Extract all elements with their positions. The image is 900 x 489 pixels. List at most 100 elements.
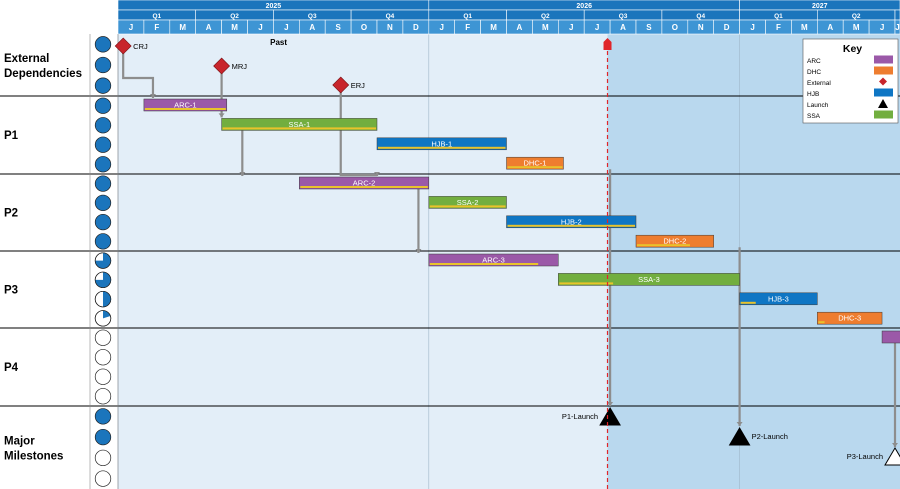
month-label: M (853, 23, 860, 32)
year-label: 2027 (812, 3, 828, 10)
quarter-label: Q2 (541, 13, 550, 20)
row-label: P4 (4, 362, 19, 374)
quarter-label: Q1 (463, 13, 472, 20)
status-circle (94, 136, 112, 153)
status-circle (94, 470, 112, 487)
status-circle (94, 36, 112, 53)
external-diamond (332, 76, 350, 94)
status-circle-full (94, 77, 112, 94)
status-circle-full (94, 36, 112, 53)
month-label: F (776, 23, 781, 32)
row-label: Major (4, 436, 35, 448)
task-bar-progress (818, 321, 825, 324)
status-circle-empty (94, 449, 112, 467)
status-circle (94, 233, 112, 250)
status-circle-full (94, 175, 112, 192)
task-bar-fill (739, 292, 818, 306)
task-bar-label: SSA-2 (457, 198, 479, 207)
status-circle-full (94, 408, 112, 425)
status-circle-full (94, 233, 112, 250)
month-label: A (309, 23, 315, 32)
row-label: Milestones (4, 451, 63, 463)
status-circle-empty (94, 368, 112, 385)
status-circle-full (94, 194, 112, 212)
status-circle-empty (94, 329, 112, 346)
month-label: N (387, 23, 393, 32)
status-circle (94, 368, 112, 385)
month-label: A (206, 23, 212, 32)
legend-item-label: HJB (807, 91, 819, 98)
status-circle-full (94, 156, 112, 173)
external-label: ERJ (351, 81, 365, 90)
status-circle-full (94, 428, 112, 446)
connector-arrowhead (374, 172, 380, 176)
year-label: 2026 (576, 3, 592, 10)
month-label: J (440, 23, 444, 32)
month-cell (894, 19, 900, 35)
month-label: M (801, 23, 808, 32)
launch-triangle (728, 427, 751, 446)
status-circle (94, 388, 112, 405)
dependency-connector (122, 48, 155, 98)
task-bar-progress (429, 263, 539, 265)
legend-item-label: ARC (807, 58, 821, 65)
status-circle-empty (94, 388, 112, 405)
status-circle (94, 156, 112, 173)
today-marker (603, 38, 612, 50)
status-circle-outline (94, 252, 112, 269)
status-circle (94, 117, 112, 134)
month-label: J (569, 23, 573, 32)
month-label: A (620, 23, 626, 32)
row-label: P2 (4, 208, 18, 220)
status-circle (94, 428, 112, 446)
quarter-cell (894, 9, 900, 21)
row-label: P1 (4, 130, 19, 142)
task-bar-label: ARC-1 (174, 101, 197, 110)
connector-arrowhead (149, 94, 156, 98)
month-label: J (880, 23, 884, 32)
connector-arrowhead (736, 422, 743, 426)
month-label: J (595, 23, 599, 32)
external-diamond (213, 57, 231, 75)
task-bar-label: DHC-2 (663, 237, 686, 246)
month-label: S (335, 23, 341, 32)
month-label: M (231, 23, 238, 32)
status-circle (94, 77, 112, 94)
task-bar-fill (881, 330, 900, 344)
external-label: CRJ (133, 42, 148, 51)
status-circle (94, 290, 112, 308)
task-bar: HJB-2 (506, 215, 637, 229)
quarter-label: Q3 (619, 13, 628, 20)
quarter-label: Q1 (153, 13, 162, 20)
legend-swatch (874, 66, 893, 75)
launch-label: P1-Launch (562, 412, 598, 421)
task-bar-progress (429, 205, 506, 208)
month-label: M (490, 23, 497, 32)
month-label: S (646, 23, 652, 32)
status-circle (94, 349, 112, 366)
month-label: F (154, 23, 159, 32)
status-circle (94, 194, 112, 212)
launch-triangle (599, 407, 621, 426)
connector-arrowhead (218, 113, 225, 118)
task-bar-progress (637, 244, 690, 247)
task-bar-fill (817, 311, 883, 325)
row-label: Dependencies (4, 68, 82, 80)
launch-milestone: P3-Launch (847, 447, 900, 466)
month-label: A (827, 23, 833, 32)
task-bar-label: HJB-2 (561, 217, 582, 226)
task-bar-label: SSA-1 (288, 120, 310, 129)
legend-swatch (878, 99, 888, 108)
month-label: A (517, 23, 523, 32)
connector-arrowhead (239, 172, 246, 176)
status-circle-outline (94, 310, 112, 327)
task-bar: SSA-3 (558, 273, 740, 286)
quarter-label: Q1 (774, 13, 783, 20)
legend-swatch (874, 55, 893, 64)
status-circle-fill (103, 310, 111, 319)
task-bar: ARC-3 (428, 253, 559, 267)
status-circle-full (94, 136, 112, 153)
month-label: O (672, 23, 678, 32)
quarter-label: Q4 (696, 13, 705, 20)
